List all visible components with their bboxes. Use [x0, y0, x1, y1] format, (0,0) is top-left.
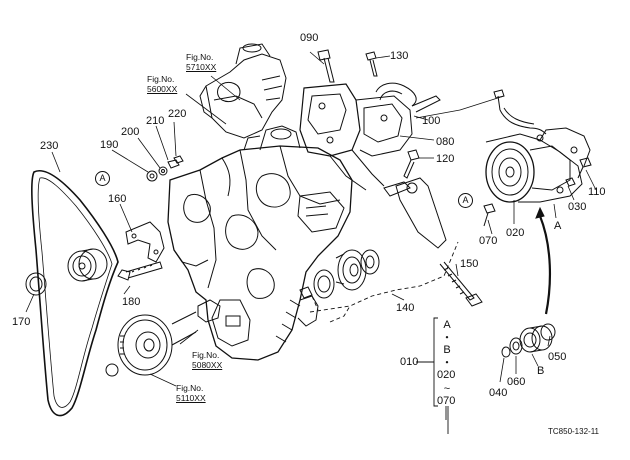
fig-ref-number: 5080XX	[192, 360, 223, 370]
set-bracket-010	[416, 317, 449, 434]
clutch-parts	[501, 323, 556, 358]
set-item-070: 070	[437, 395, 456, 407]
part-label-040: 040	[489, 387, 508, 399]
part-label-140: 140	[396, 302, 415, 314]
part-label-200: 200	[121, 126, 140, 138]
washer-stack	[146, 155, 184, 182]
leader-lines	[25, 51, 597, 387]
circled-marker-a-belt: A	[95, 171, 110, 186]
long-bolt-150	[439, 261, 483, 307]
part-label-160: 160	[108, 193, 127, 205]
bracket-160	[125, 221, 165, 263]
part-label-030: 030	[568, 201, 587, 213]
part-label-060: 060	[507, 376, 526, 388]
bolt-110	[577, 157, 592, 179]
part-label-170: 170	[12, 316, 31, 328]
exploded-view-arrow	[535, 206, 551, 315]
set-item-020: 020	[437, 369, 456, 381]
part-label-080: 080	[436, 136, 455, 148]
crank-pulley	[117, 314, 197, 376]
fig-ref-5110: Fig.No. 5110XX	[176, 383, 206, 403]
compressor-020	[485, 89, 591, 203]
drive-belt	[31, 169, 119, 417]
marker-a-compressor: A	[554, 220, 562, 232]
fig-ref-label: Fig.No.	[176, 383, 204, 393]
fig-ref-5710: Fig.No. 5710XX	[186, 52, 216, 72]
part-label-210: 210	[146, 115, 165, 127]
idler-pulley-group	[299, 249, 380, 299]
fig-ref-5600: Fig.No. 5600XX	[147, 74, 177, 94]
part-label-020: 020	[506, 227, 525, 239]
marker-b-clutch: B	[537, 365, 545, 377]
bolt-090	[317, 49, 335, 83]
pipe-100	[375, 82, 441, 113]
fig-ref-number: 5710XX	[186, 62, 217, 72]
part-label-120: 120	[436, 153, 455, 165]
fig-ref-label: Fig.No.	[186, 52, 214, 62]
adjusting-arm	[383, 177, 447, 249]
set-item-b: B	[443, 344, 451, 356]
part-label-150: 150	[460, 258, 479, 270]
fig-ref-5080: Fig.No. 5080XX	[192, 350, 222, 370]
fig-ref-label: Fig.No.	[147, 74, 175, 84]
part-label-010: 010	[400, 356, 419, 368]
upper-manifold	[199, 43, 287, 139]
tension-pulley-assembly	[25, 248, 119, 377]
part-label-100: 100	[422, 115, 441, 127]
bolt-130	[365, 51, 378, 77]
fig-ref-number: 5600XX	[147, 84, 178, 94]
part-label-070: 070	[479, 235, 498, 247]
circled-marker-a-compressor: A	[458, 193, 473, 208]
fig-ref-number: 5110XX	[176, 393, 206, 403]
engine-block	[167, 125, 353, 361]
bolt-070	[483, 203, 496, 227]
bolt-180	[117, 261, 163, 281]
nut-030	[565, 177, 576, 187]
fig-ref-label: Fig.No.	[192, 350, 220, 360]
part-label-220: 220	[168, 108, 187, 120]
part-label-190: 190	[100, 139, 119, 151]
drawing-code: TC850-132-11	[548, 427, 599, 436]
part-label-050: 050	[548, 351, 567, 363]
part-label-180: 180	[122, 296, 141, 308]
set-item-a: A	[443, 319, 451, 331]
part-label-090: 090	[300, 32, 319, 44]
set-range-tilde: ~	[443, 383, 451, 395]
part-label-110: 110	[588, 186, 606, 198]
compressor-bracket-080	[299, 83, 413, 191]
dashed-leaders	[309, 241, 459, 323]
set-separator: ・	[441, 357, 453, 369]
set-separator: ・	[441, 332, 453, 344]
part-label-230: 230	[40, 140, 59, 152]
part-label-130: 130	[390, 50, 409, 62]
bolt-120	[403, 149, 420, 179]
